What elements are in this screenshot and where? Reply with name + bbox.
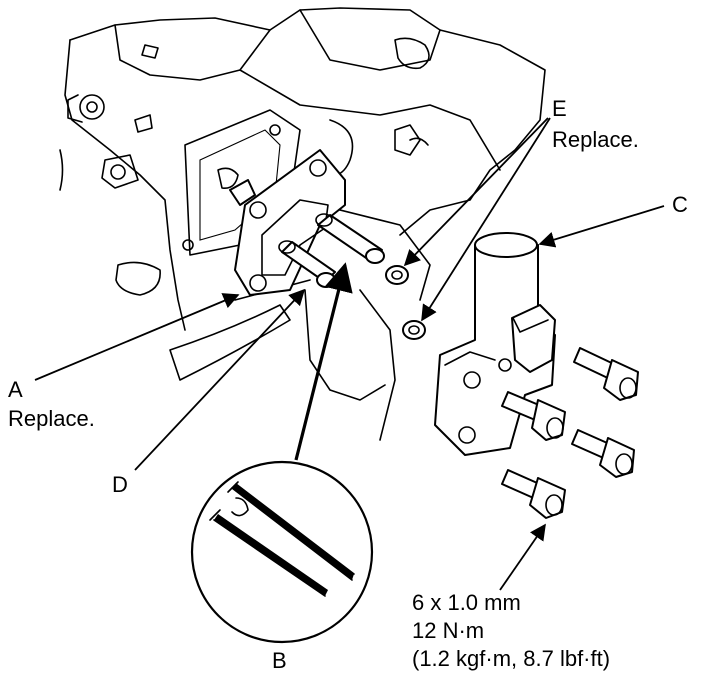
label-a: A [8, 377, 23, 402]
solenoid-c [434, 232, 556, 456]
leader-d [134, 288, 306, 471]
bolt-center [501, 391, 566, 441]
leader-c [538, 205, 665, 248]
leader-torque [499, 523, 546, 591]
filter-detail-b [190, 460, 374, 644]
leader-e-upper [403, 117, 549, 267]
leader-a [34, 293, 240, 381]
label-b: B [272, 648, 287, 673]
label-e: E [552, 96, 567, 121]
torque-nm-text: 12 N·m [412, 618, 484, 643]
label-d: D [112, 472, 128, 497]
o-rings-e [385, 265, 426, 340]
bolt-size-text: 6 x 1.0 mm [412, 590, 521, 615]
bolt-lower-right [571, 429, 635, 478]
label-e-note: Replace. [552, 127, 639, 152]
label-a-note: Replace. [8, 406, 95, 431]
bolt-upper-right [573, 347, 639, 401]
label-c: C [672, 192, 688, 217]
leader-e-lower [421, 117, 551, 322]
leader-b [294, 262, 353, 461]
torque-alt-text: (1.2 kgf·m, 8.7 lbf·ft) [412, 646, 610, 671]
bolt-lower [501, 469, 566, 519]
